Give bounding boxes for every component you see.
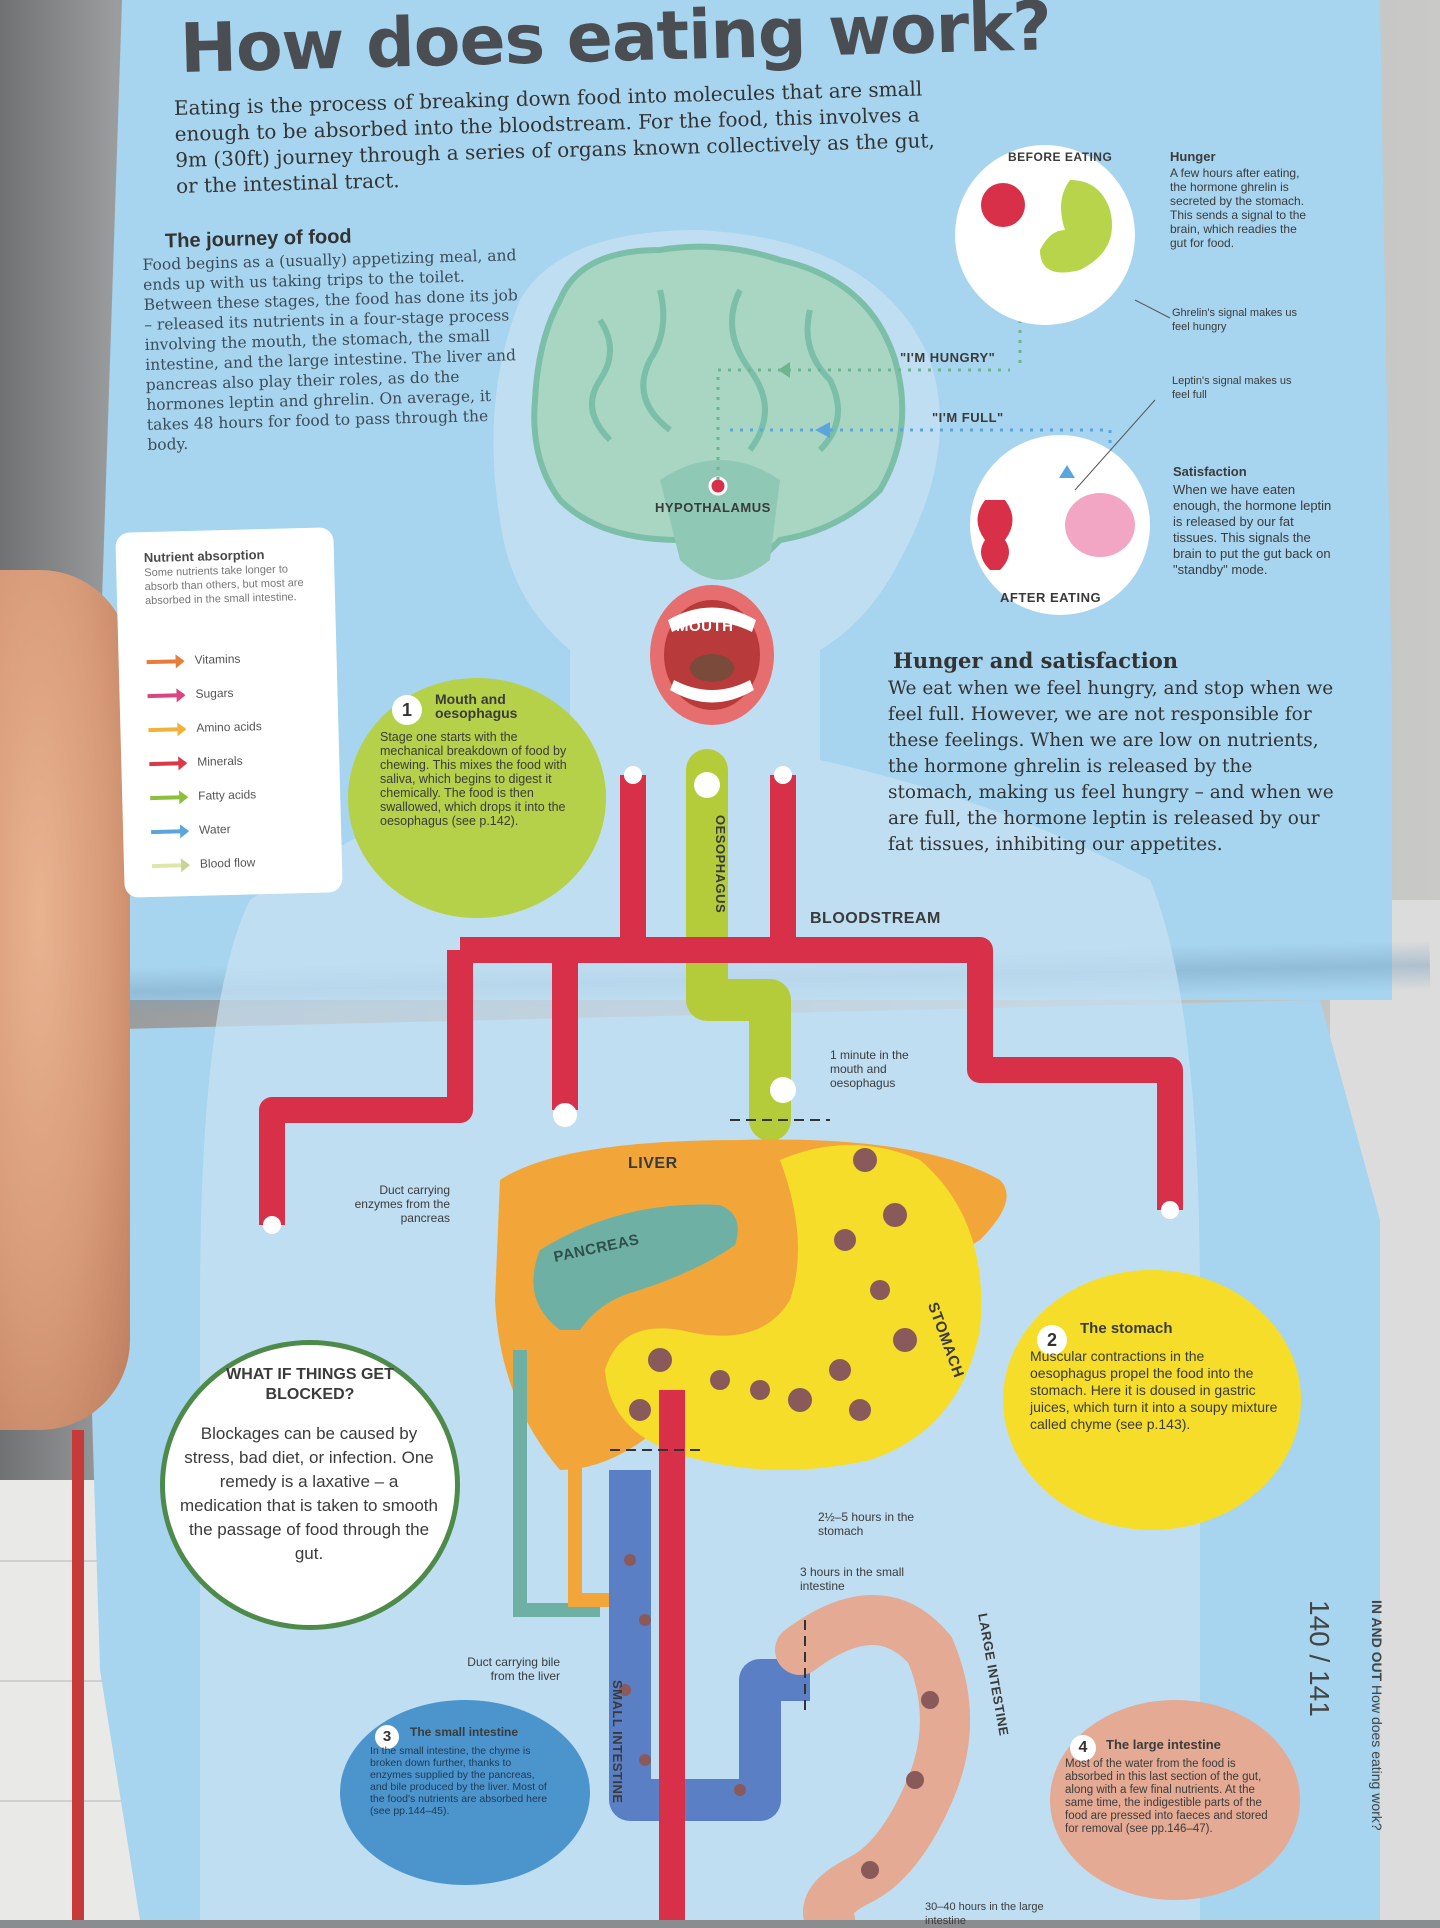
after-eating-circle (970, 435, 1150, 615)
hunger-satisfaction-heading: Hunger and satisfaction (893, 648, 1178, 673)
stage2-number: 2 (1037, 1325, 1067, 1355)
stage2-circle (1003, 1270, 1301, 1530)
hungry-signal-label: "I'M HUNGRY" (900, 350, 996, 365)
pancreas-duct-note: Duct carrying enzymes from the pancreas (354, 1183, 450, 1225)
large-intestine-time: 30–40 hours in the large intestine (925, 1901, 1044, 1927)
stage2-text: Muscular contractions in the oesophagus … (1030, 1348, 1278, 1432)
after-eating-label: AFTER EATING (1000, 590, 1102, 605)
stage1-circle (348, 678, 606, 918)
blood-vessel-main (460, 937, 1183, 1210)
hunger-heading: Hunger (1170, 149, 1216, 164)
stage1-text: Stage one starts with the mechanical bre… (380, 730, 567, 828)
legend-heading: Nutrient absorption (143, 547, 265, 566)
bile-duct (568, 1440, 620, 1607)
stage3-text: In the small intestine, the chyme is bro… (370, 1745, 548, 1817)
journey-text: Food begins as a (usually) appetizing me… (142, 246, 519, 454)
stage3-heading: The small intestine (410, 1725, 519, 1739)
section-name: IN AND OUT (1369, 1600, 1385, 1682)
oesophagus-label: OESOPHAGUS (713, 815, 728, 914)
ghrelin-note: Ghrelin's signal makes us feel hungry (1172, 307, 1297, 333)
blocked-heading: WHAT IF THINGS GET BLOCKED? (226, 1366, 394, 1403)
section-title: IN AND OUT How does eating work? (1369, 1600, 1385, 1831)
legend-item-sugars: Sugars (147, 686, 234, 706)
stage2-heading: The stomach (1080, 1320, 1173, 1337)
blocked-callout (160, 1340, 460, 1630)
satisfaction-heading: Satisfaction (1173, 464, 1247, 479)
hand-thumb (0, 570, 130, 1430)
apple-fresh (981, 183, 1025, 227)
pancreatic-duct (513, 1350, 600, 1617)
page-numbers: 140 / 141 (1304, 1600, 1335, 1717)
journey-heading: The journey of food (164, 225, 352, 253)
small-intestine-label: SMALL INTESTINE (610, 1680, 625, 1804)
full-signal-label: "I'M FULL" (932, 410, 1004, 425)
brainstem (660, 460, 780, 580)
liver-label: LIVER (628, 1155, 678, 1172)
small-intestine-time: 3 hours in the small intestine (800, 1565, 905, 1593)
pancreas-shape (533, 1204, 738, 1330)
bile-duct-note: Duct carrying bile from the liver (467, 1655, 560, 1683)
stomach-shape (605, 1145, 982, 1470)
legend-item-minerals: Minerals (149, 754, 243, 774)
book-edge (72, 1430, 84, 1920)
intro-paragraph: Eating is the process of breaking down f… (173, 76, 936, 198)
stage1-number: 1 (392, 695, 422, 725)
bloodstream-label: BLOODSTREAM (810, 910, 941, 927)
legend-item-fatty-acids: Fatty acids (150, 787, 256, 808)
nutrient-absorption-legend: Nutrient absorption Some nutrients take … (115, 527, 343, 898)
stage4-text: Most of the water from the food is absor… (1065, 1758, 1268, 1835)
before-eating-label: BEFORE EATING (1008, 150, 1113, 164)
blood-vessel-left (259, 950, 473, 1225)
hunger-text: A few hours after eating, the hormone gh… (1170, 166, 1307, 250)
stomach-time: 2½–5 hours in the stomach (818, 1510, 915, 1538)
hypothalamus-dot (708, 476, 728, 496)
mouth-label: MOUTH (676, 618, 734, 635)
leptin-note: Leptin's signal makes us feel full (1172, 375, 1292, 401)
legend-item-water: Water (151, 822, 231, 842)
blocked-text: Blockages can be caused by stress, bad d… (180, 1424, 438, 1563)
stage4-circle (1050, 1700, 1300, 1900)
apple-core (977, 500, 1013, 570)
mouth-time: 1 minute in the mouth and oesophagus (830, 1048, 909, 1090)
legend-subtext: Some nutrients take longer to absorb tha… (144, 563, 304, 608)
large-intestine-tube (775, 1595, 970, 1920)
stage4-heading: The large intestine (1106, 1737, 1221, 1752)
section-subtitle: How does eating work? (1369, 1685, 1385, 1831)
satisfaction-text: When we have eaten enough, the hormone l… (1173, 482, 1332, 577)
hypothalamus-label: HYPOTHALAMUS (655, 500, 771, 515)
oesophagus-tube (686, 749, 791, 1141)
stage3-number: 3 (375, 1725, 399, 1749)
legend-item-blood-flow: Blood flow (151, 855, 256, 876)
stomach-icon-before (1040, 180, 1112, 273)
stage1-heading: Mouth and oesophagus (435, 691, 518, 721)
hunger-satisfaction-text: We eat when we feel hungry, and stop whe… (888, 678, 1334, 855)
legend-item-amino-acids: Amino acids (148, 719, 262, 740)
stage4-number: 4 (1070, 1735, 1096, 1761)
fat-tissue (1065, 493, 1135, 557)
legend-item-vitamins: Vitamins (146, 652, 241, 672)
